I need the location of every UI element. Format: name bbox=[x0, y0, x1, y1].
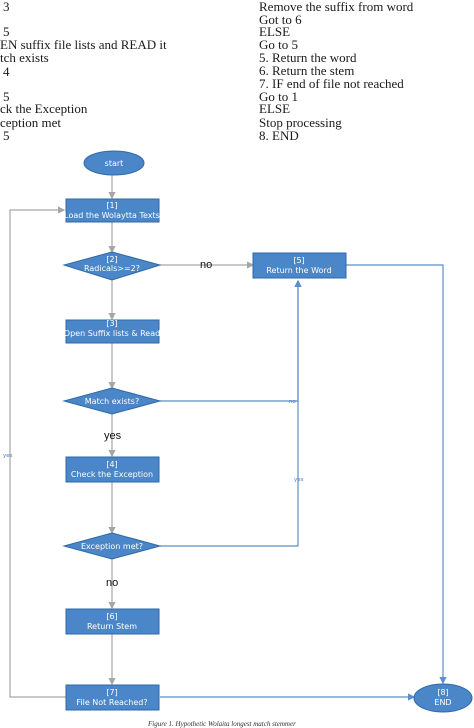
label-no-exception: no bbox=[106, 577, 118, 589]
decision-2-label: Radicals>=2? bbox=[84, 264, 140, 273]
right-line-5: 5. Return the word bbox=[259, 50, 357, 65]
node-4-label: Check the Exception bbox=[71, 470, 153, 479]
node-5-id: [5] bbox=[293, 256, 304, 265]
label-no-match: no bbox=[289, 399, 296, 405]
left-line-2: 5 bbox=[3, 24, 10, 39]
node-7-label: File Not Reached? bbox=[76, 698, 147, 707]
node-6: [6] Return Stem bbox=[65, 608, 160, 635]
left-line-9: 5 bbox=[3, 128, 10, 143]
right-line-1: Remove the suffix from word bbox=[259, 0, 414, 14]
node-7-id: [7] bbox=[106, 688, 117, 697]
decision-2: [2] Radicals>=2? bbox=[62, 251, 162, 281]
left-line-6: 5 bbox=[3, 89, 10, 104]
decision-match-label: Match exists? bbox=[85, 397, 139, 406]
right-line-7: 7. IF end of file not reached bbox=[259, 76, 404, 91]
right-line-8: Go to 1 bbox=[259, 89, 298, 104]
node-start: start bbox=[83, 150, 145, 176]
label-no-radicals: no bbox=[200, 259, 212, 271]
left-line-3: EN suffix file lists and READ it bbox=[0, 37, 167, 52]
left-line-7: ck the Exception bbox=[0, 101, 88, 116]
node-8-id: [8] bbox=[437, 688, 448, 697]
connector-exc-to-n5 bbox=[160, 279, 302, 547]
node-1: [1] Load the Wolaytta Texts bbox=[64, 198, 160, 223]
node-6-id: [6] bbox=[106, 612, 117, 621]
connector-loop-n7-to-n1 bbox=[9, 206, 66, 698]
decision-match: Match exists? bbox=[62, 387, 162, 415]
label-yes-loop: yes bbox=[3, 453, 13, 459]
left-line-8: ception met bbox=[0, 115, 62, 130]
node-3-id: [3] bbox=[106, 319, 117, 328]
connector-n5-to-n8 bbox=[346, 264, 447, 685]
left-line-1: 3 bbox=[3, 0, 10, 14]
node-1-label: Load the Wolaytta Texts bbox=[64, 211, 160, 220]
node-4: [4] Check the Exception bbox=[65, 456, 160, 483]
left-line-4: tch exists bbox=[0, 50, 49, 65]
right-line-6: 6. Return the stem bbox=[259, 63, 355, 78]
node-6-label: Return Stem bbox=[87, 622, 137, 631]
node-8-end: [8] END bbox=[413, 683, 473, 713]
left-line-5: 4 bbox=[3, 64, 10, 79]
right-line-10: Stop processing bbox=[259, 115, 342, 130]
node-8-label: END bbox=[434, 698, 451, 707]
right-line-3: ELSE bbox=[259, 24, 291, 39]
label-yes-exception: yes bbox=[294, 477, 304, 483]
node-5-label: Return the Word bbox=[266, 266, 331, 275]
right-line-11: 8. END bbox=[259, 128, 299, 143]
connector-match-to-n5 bbox=[160, 279, 302, 402]
node-5: [5] Return the Word bbox=[252, 252, 347, 279]
decision-2-id: [2] bbox=[106, 255, 117, 264]
label-yes-match: yes bbox=[104, 430, 122, 442]
decision-exception: Exception met? bbox=[62, 532, 162, 560]
node-1-id: [1] bbox=[106, 201, 117, 210]
node-3-label: Open Suffix lists & Read bbox=[64, 329, 160, 338]
right-line-2: Got to 6 bbox=[259, 12, 302, 27]
node-7: [7] File Not Reached? bbox=[65, 684, 160, 711]
node-3: [3] Open Suffix lists & Read bbox=[64, 319, 160, 344]
start-label: start bbox=[105, 159, 124, 168]
right-line-4: Go to 5 bbox=[259, 37, 298, 52]
figure-caption: Figure 1. Hypothetic Wolaita longest mat… bbox=[148, 720, 296, 728]
decision-exception-label: Exception met? bbox=[81, 542, 143, 551]
right-line-9: ELSE bbox=[259, 101, 291, 116]
node-4-id: [4] bbox=[106, 460, 117, 469]
